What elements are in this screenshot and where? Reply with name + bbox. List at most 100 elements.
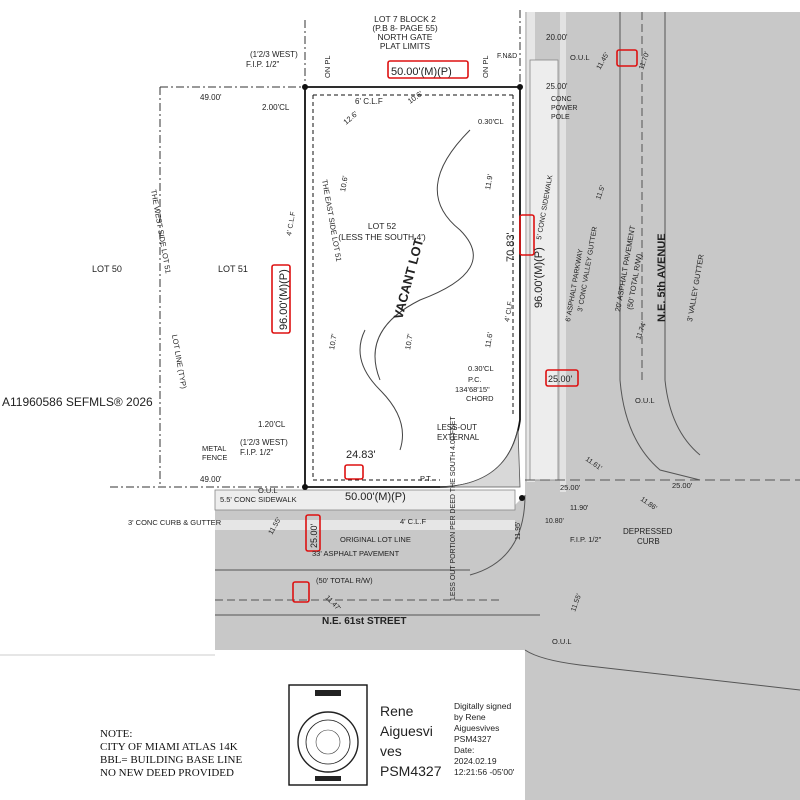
rw-25-se: 25.00': [560, 483, 581, 492]
lot-51: LOT 51: [218, 264, 248, 274]
svg-text:Aiguesvi: Aiguesvi: [380, 723, 433, 739]
elev-e3: 11.5': [595, 185, 607, 201]
corner-markers: [302, 84, 525, 501]
west-side-lot51: THE WEST SIDE LOT 51: [149, 189, 173, 274]
oul-south: O.U.L: [258, 486, 278, 495]
contours: [359, 129, 474, 451]
adjacent-lot-lines: [110, 10, 521, 488]
elev-se3: 11.90': [570, 505, 588, 512]
svg-text:NOTE:: NOTE:: [100, 728, 132, 740]
dim-49-south: 49.00': [200, 475, 222, 484]
clf-4-west: 4' C.L.F: [286, 211, 297, 236]
rw-25-east: 25.00': [548, 374, 573, 384]
curb-gutter: 3' CONC CURB & GUTTER: [128, 518, 222, 527]
west-dimension: 96.00'(M)(P): [278, 269, 290, 330]
sidewalk-south: 5.5' CONC SIDEWALK: [220, 495, 297, 504]
svg-text:by Rene: by Rene: [454, 712, 486, 722]
rw-25-south: 25.00': [309, 523, 319, 548]
svg-text:NO NEW DEED PROVIDED: NO NEW DEED PROVIDED: [100, 767, 234, 779]
conc-power-pole: CONC POWER POLE: [551, 96, 577, 121]
cl-120: 1.20'CL: [258, 420, 286, 429]
depressed-curb: DEPRESSED CURB: [623, 527, 673, 546]
surveyor-seal: [288, 684, 368, 786]
svg-text:NORTH GATE: NORTH GATE: [378, 32, 433, 42]
orig-lot-line: ORIGINAL LOT LINE: [340, 535, 411, 544]
svg-text:LOT 52: LOT 52: [368, 221, 396, 231]
clf-4-east: 4' CLF: [504, 301, 514, 322]
elev-s3: 11.95': [515, 522, 522, 540]
svg-text:(LESS THE SOUTH 4'): (LESS THE SOUTH 4'): [338, 232, 426, 242]
svg-text:FENCE: FENCE: [202, 453, 227, 462]
dim-70: 70.83': [505, 232, 517, 262]
cl-030-top: 0.30'CL: [478, 117, 504, 126]
cl-200: 2.00'CL: [262, 103, 290, 112]
asphalt-south: 33' ASPHALT PAVEMENT: [312, 549, 400, 558]
arc-24: 24.83': [346, 449, 376, 461]
svg-text:PSM4327: PSM4327: [380, 763, 442, 779]
total-rw-south: (50' TOTAL R/W): [316, 576, 373, 585]
rw-25-se2: 25.00': [672, 481, 693, 490]
elev-se4: 10.80': [545, 518, 564, 525]
svg-text:Aiguesvives: Aiguesvives: [454, 723, 499, 733]
street-name: N.E. 61st STREET: [322, 616, 406, 627]
svg-text:F.I.P. 1/2": F.I.P. 1/2": [240, 448, 274, 457]
lot-52-label: LOT 52 (LESS THE SOUTH 4'): [338, 221, 426, 242]
elev-lot4: 10.7': [403, 332, 415, 350]
chord-label: CHORD: [466, 394, 494, 403]
pc-label: P.C.: [468, 375, 482, 384]
rw-20: 20.00': [546, 33, 568, 42]
svg-text:ves: ves: [380, 743, 402, 759]
fip-east: F.I.P. 1/2": [570, 535, 602, 544]
lot-line-typ: LOT LINE (TYP): [170, 334, 188, 390]
signature-name: Rene Aiguesvi ves PSM4327: [380, 703, 442, 779]
clf-4-south: 4' C.L.F: [400, 517, 426, 526]
elev-lot2: 11.9': [483, 173, 495, 190]
roadway-shading: [215, 12, 800, 800]
svg-text:Digitally signed: Digitally signed: [454, 701, 511, 711]
svg-text:PSM4327: PSM4327: [454, 734, 492, 744]
svg-text:12:21:56 -05'00': 12:21:56 -05'00': [454, 767, 515, 777]
lot-50: LOT 50: [92, 264, 122, 274]
elev-lot1: 10.6': [338, 174, 350, 192]
svg-text:Rene: Rene: [380, 703, 414, 719]
chord-val: 134'68'15": [455, 385, 490, 394]
avenue-name: N.E. 5th AVENUE: [656, 233, 668, 322]
oul-top: O.U.L: [570, 53, 590, 62]
dim-49-north: 49.00': [200, 93, 222, 102]
elev-lot5: 11.6': [483, 331, 495, 348]
svg-text:(1′2/3 WEST): (1′2/3 WEST): [240, 438, 288, 447]
road-lines: [215, 12, 800, 691]
on-pl-west: ON PL: [323, 55, 332, 78]
clf-6: 6' C.L.F: [355, 97, 383, 106]
svg-text:BBL= BUILDING BASE LINE: BBL= BUILDING BASE LINE: [100, 754, 242, 766]
metal-fence: METAL FENCE: [202, 444, 227, 462]
fence-lines: [312, 94, 514, 481]
svg-text:Date:: Date:: [454, 745, 474, 755]
svg-text:CONC: CONC: [551, 96, 572, 103]
watermark: A11960586 SEFMLS® 2026: [2, 395, 153, 409]
south-dimension: 50.00'(M)(P): [345, 491, 406, 503]
rw-25-top: 25.00': [546, 82, 568, 91]
svg-text:PLAT LIMITS: PLAT LIMITS: [380, 41, 431, 51]
less-out-label: LESS-OUT EXTERNAL: [437, 423, 480, 442]
east-dimension: 96.00'(M)(P): [533, 247, 545, 308]
svg-text:POLE: POLE: [551, 114, 570, 121]
svg-text:EXTERNAL: EXTERNAL: [437, 433, 480, 442]
svg-text:LESS-OUT: LESS-OUT: [437, 423, 477, 432]
fnd-label: F.N&D: [497, 53, 517, 60]
highlights: [271, 49, 638, 603]
svg-text:2024.02.19: 2024.02.19: [454, 756, 497, 766]
svg-text:(1′2/3 WEST): (1′2/3 WEST): [250, 50, 298, 59]
elev-n2: 12.6': [342, 109, 360, 127]
svg-text:METAL: METAL: [202, 444, 226, 453]
oul-mid: O.U.L: [635, 396, 655, 405]
less-out-area: [439, 429, 521, 488]
oul-bottom: O.U.L: [552, 637, 572, 646]
note-block: NOTE: CITY OF MIAMI ATLAS 14K BBL= BUILD…: [100, 728, 242, 779]
north-gate-label: LOT 7 BLOCK 2 (P.B 8- PAGE 55) NORTH GAT…: [372, 14, 438, 51]
svg-text:LOT 7 BLOCK 2: LOT 7 BLOCK 2: [374, 14, 436, 24]
signature-details: Digitally signed by Rene Aiguesvives PSM…: [454, 701, 515, 777]
svg-text:F.I.P. 1/2": F.I.P. 1/2": [246, 60, 280, 69]
